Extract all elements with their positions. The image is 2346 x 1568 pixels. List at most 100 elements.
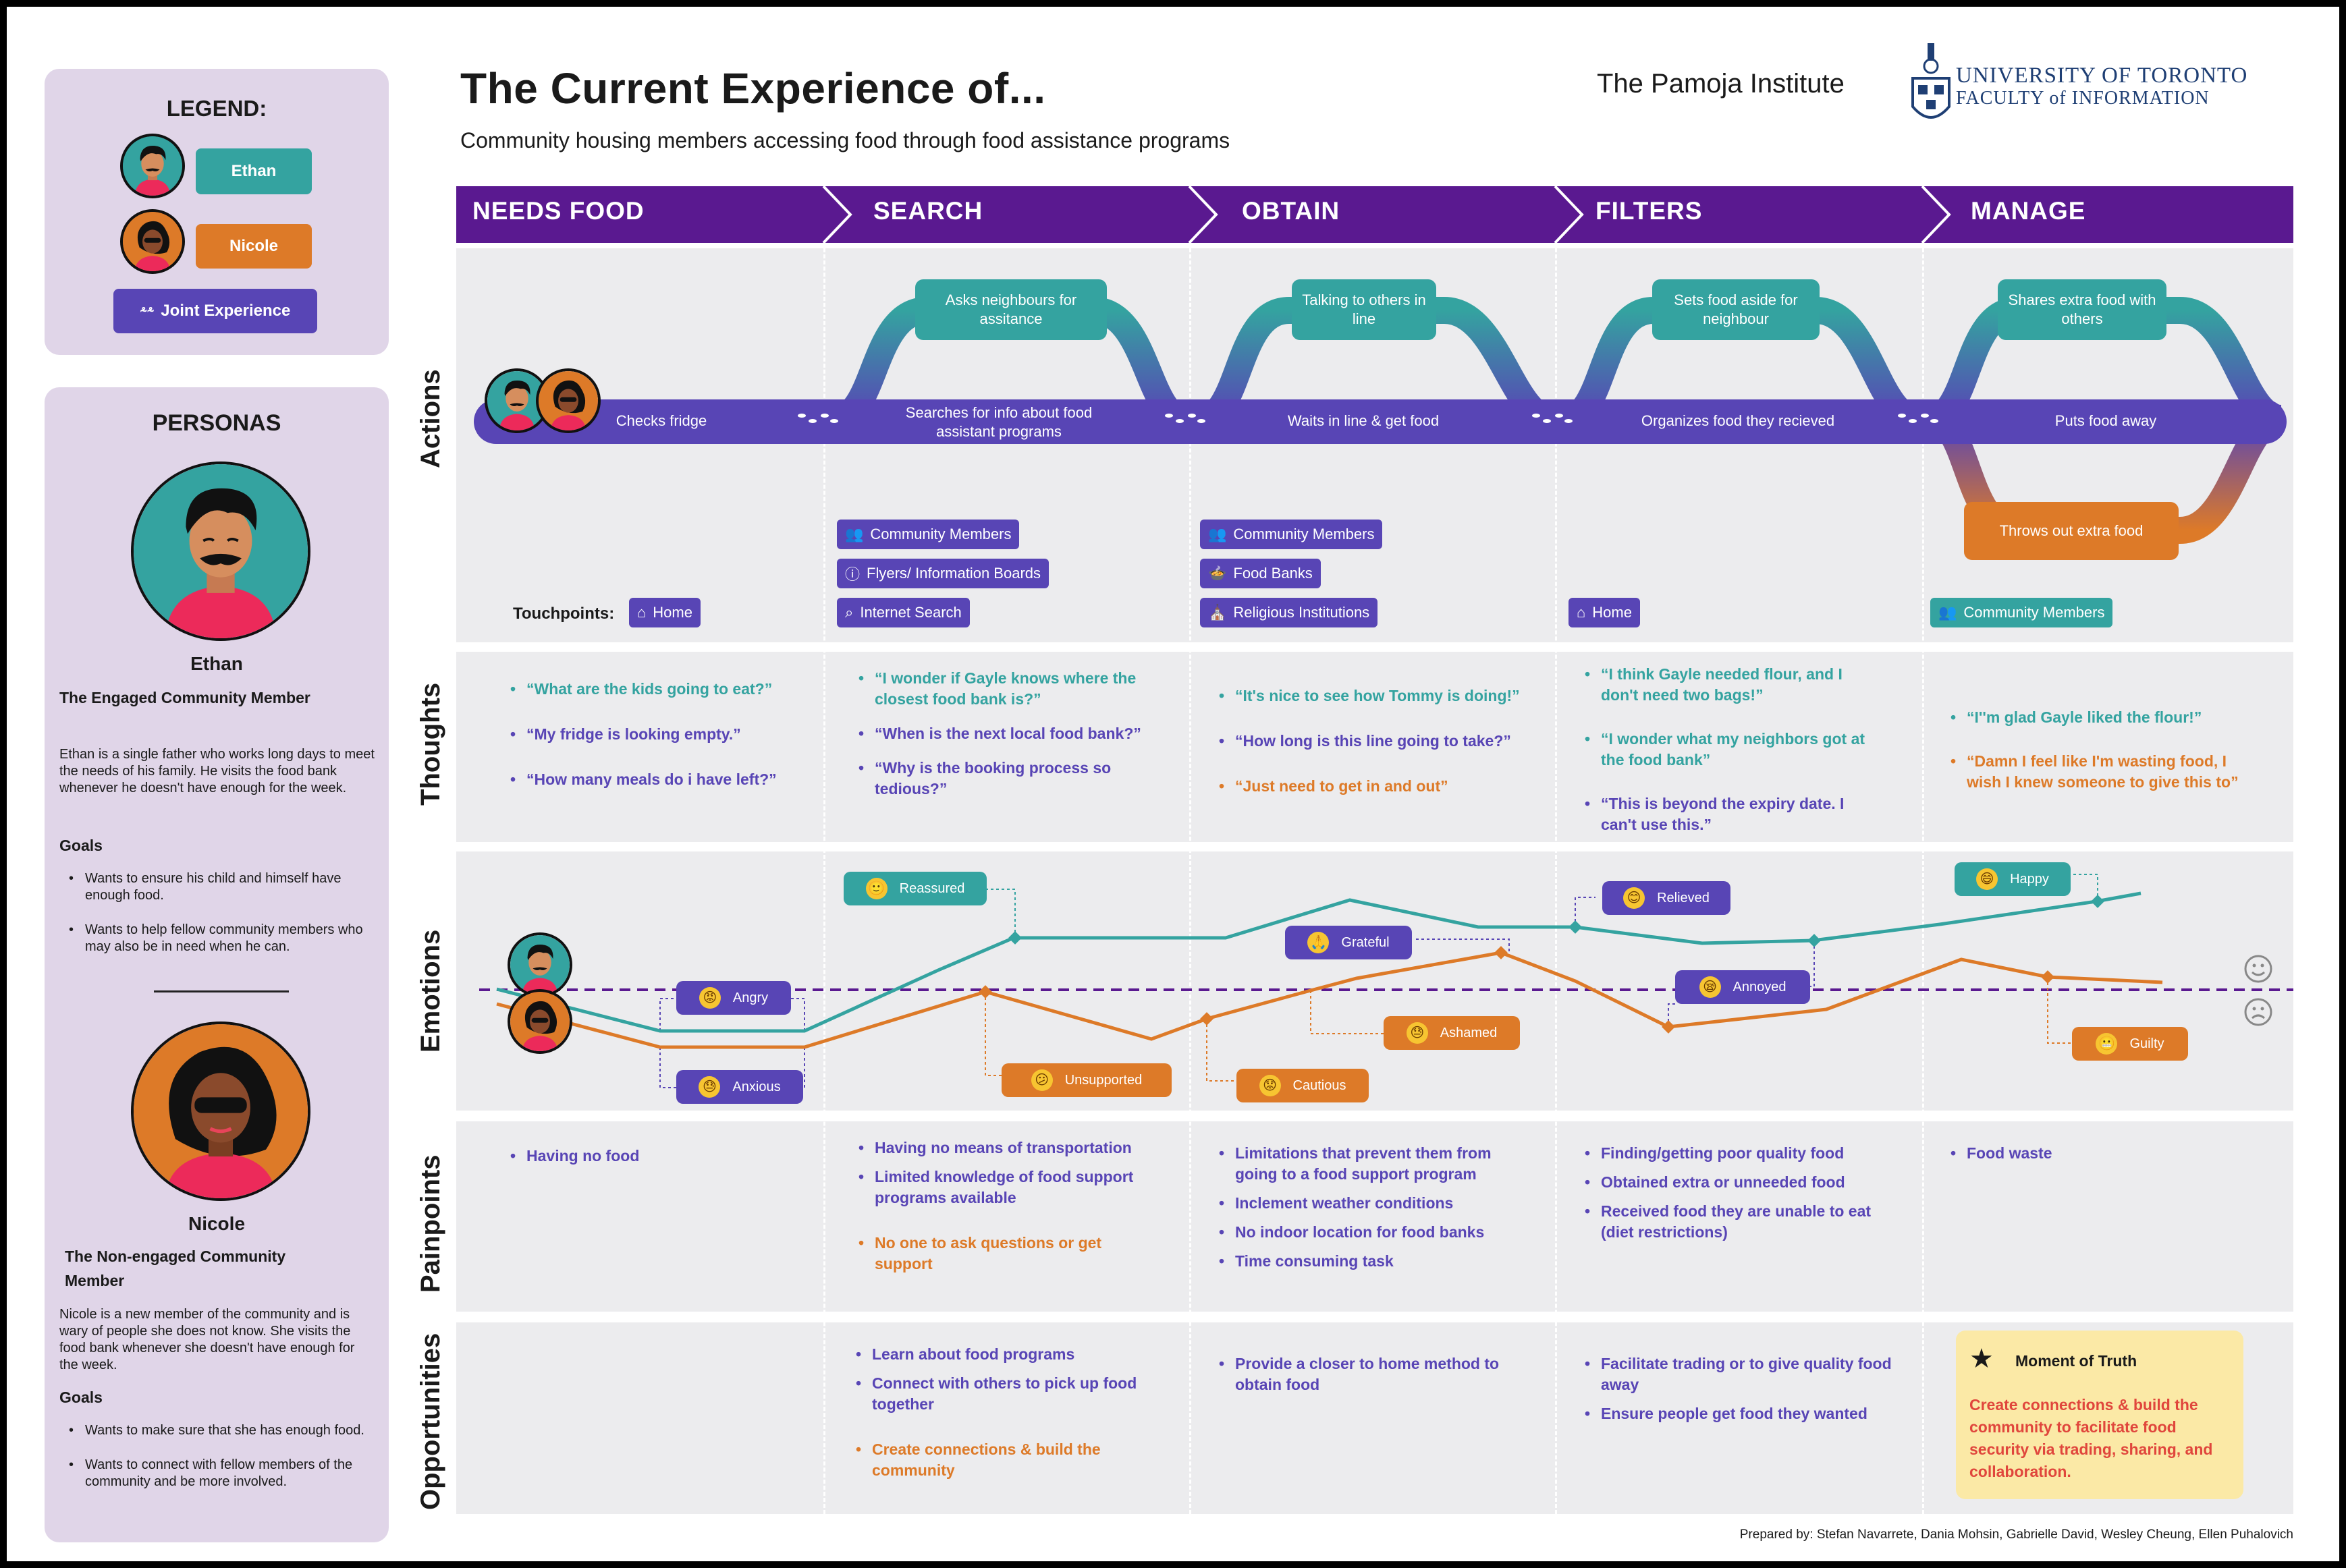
- search-icon: ⌕: [845, 604, 854, 621]
- church-icon: ⛪: [1208, 604, 1227, 621]
- emotion-connector: [790, 998, 805, 1031]
- ethan-emotion-line: [496, 891, 2142, 1033]
- thought-item: “When is the next local food bank?”: [858, 723, 1155, 744]
- painpoint-item: No one to ask questions or get support: [858, 1233, 1162, 1275]
- row-label-painpoints: Painpoints: [416, 1154, 445, 1293]
- touchpoint-religious-institutions: ⛪Religious Institutions: [1200, 598, 1378, 627]
- action-shares-extra-food: Shares extra food with others: [1998, 279, 2166, 340]
- info-icon: ⓘ: [845, 566, 861, 583]
- worried-face-icon: 😟: [1259, 1075, 1281, 1096]
- nicole-emotion-marker: [1662, 1020, 1675, 1034]
- emotion-angry: 😡Angry: [676, 981, 791, 1015]
- emotion-ashamed: 😓Ashamed: [1384, 1016, 1520, 1050]
- opportunities-search: Learn about food programs Connect with o…: [856, 1344, 1166, 1481]
- grin-face-icon: 😄: [1976, 868, 1998, 890]
- nicole-emotion-avatar-icon: [508, 989, 572, 1054]
- stage-divider: [823, 248, 825, 1514]
- university-name: UNIVERSITY OF TORONTO: [1956, 63, 2248, 88]
- relieved-face-icon: 😊: [1623, 887, 1645, 909]
- nicole-flow-avatar-icon: [536, 368, 601, 433]
- happy-face-icon: [2244, 955, 2272, 983]
- painpoint-item: Food waste: [1951, 1143, 2241, 1164]
- thought-item: “This is beyond the expiry date. I can't…: [1585, 793, 1882, 835]
- page-subtitle: Community housing members accessing food…: [460, 128, 1230, 152]
- nicole-emotion-marker: [2041, 970, 2054, 984]
- emotion-annoyed: 😪Annoyed: [1675, 970, 1810, 1004]
- nicole-name: Nicole: [188, 1213, 246, 1234]
- ethan-avatar-icon: [120, 134, 185, 198]
- stage-manage: MANAGE: [1971, 197, 2086, 225]
- thoughts-filters: “I think Gayle needed flour, and I don't…: [1585, 664, 1882, 835]
- thought-item: “Why is the booking process so tedious?”: [858, 758, 1155, 800]
- opportunity-item: Provide a closer to home method to obtai…: [1219, 1353, 1529, 1395]
- action-asks-neighbours: Asks neighbours for assitance: [915, 279, 1107, 340]
- emotion-connector: [985, 992, 1006, 1076]
- ethan-emotion-marker: [1568, 920, 1582, 934]
- emotion-unsupported: 😕Unsupported: [1002, 1063, 1172, 1097]
- thought-item: “My fridge is looking empty.”: [510, 724, 807, 745]
- thought-item: “Damn I feel like I'm wasting food, I wi…: [1951, 751, 2241, 793]
- painpoint-item: Inclement weather conditions: [1219, 1193, 1529, 1214]
- emotion-relieved: 😊Relieved: [1602, 881, 1730, 915]
- touchpoint-home: ⌂Home: [1568, 598, 1640, 627]
- ethan-portrait-icon: [131, 461, 310, 641]
- emotion-chart: [479, 874, 2293, 1088]
- painpoint-item: Obtained extra or unneeded food: [1585, 1172, 1882, 1193]
- thought-item: “How many meals do i have left?”: [510, 769, 807, 790]
- university-crest-icon: [1911, 43, 1951, 119]
- personas-title: PERSONAS: [152, 410, 281, 436]
- painpoint-item: Limitations that prevent them from going…: [1219, 1143, 1529, 1185]
- painpoints-manage: Food waste: [1951, 1143, 2241, 1164]
- thought-item: “I''m glad Gayle liked the flour!”: [1951, 707, 2241, 728]
- thoughts-obtain: “It's nice to see how Tommy is doing!” “…: [1219, 685, 1529, 797]
- painpoints-search: Having no means of transportation Limite…: [858, 1138, 1162, 1275]
- thought-item: “I wonder if Gayle knows where the close…: [858, 668, 1155, 710]
- emotion-connector: [1668, 1003, 1675, 1027]
- touchpoint-community-members: 👥Community Members: [1930, 598, 2113, 627]
- nicole-goal: Wants to make sure that she has enough f…: [65, 1422, 375, 1439]
- credits: Prepared by: Stefan Navarrete, Dania Moh…: [1739, 1528, 2293, 1542]
- painpoint-item: Time consuming task: [1219, 1251, 1529, 1272]
- anxious-face-icon: 😓: [699, 1076, 721, 1098]
- ethan-emotion-marker: [2091, 895, 2104, 908]
- sad-face-icon: [2244, 998, 2272, 1026]
- painpoints-obtain: Limitations that prevent them from going…: [1219, 1143, 1529, 1272]
- action-throws-out-food: Throws out extra food: [1964, 502, 2179, 560]
- praying-hands-icon: 🙏: [1307, 932, 1330, 953]
- stage-obtain: OBTAIN: [1242, 197, 1340, 225]
- touchpoint-community-members: 👥Community Members: [1200, 520, 1383, 549]
- nicole-goals-label: Goals: [59, 1389, 103, 1406]
- painpoint-item: Limited knowledge of food support progra…: [858, 1167, 1162, 1208]
- emotion-anxious: 😓Anxious: [676, 1070, 803, 1104]
- emotion-connector: [985, 889, 1016, 938]
- ethan-name: Ethan: [190, 653, 243, 674]
- painpoint-item: Having no means of transportation: [858, 1138, 1162, 1158]
- grimace-face-icon: 😬: [2096, 1033, 2118, 1055]
- legend-joint-label: Joint Experience: [161, 302, 291, 320]
- nicole-emotion-marker: [979, 985, 992, 999]
- opportunities-obtain: Provide a closer to home method to obtai…: [1219, 1353, 1529, 1395]
- touchpoint-food-banks: 🍲Food Banks: [1200, 559, 1321, 588]
- action-sets-food-aside: Sets food aside for neighbour: [1652, 279, 1820, 340]
- moment-of-truth-title: Moment of Truth: [2015, 1352, 2137, 1370]
- nicole-goals-list: Wants to make sure that she has enough f…: [65, 1422, 375, 1508]
- nicole-emotion-line: [496, 951, 2163, 1049]
- people-icon: 👥: [1938, 604, 1957, 621]
- confused-face-icon: 😕: [1031, 1069, 1053, 1091]
- painpoint-item: Having no food: [510, 1146, 807, 1167]
- legend-ethan-chip: Ethan: [196, 148, 312, 194]
- opportunity-item: Ensure people get food they wanted: [1585, 1403, 1902, 1424]
- ethan-goal: Wants to help fellow community members w…: [65, 922, 375, 955]
- thoughts-search: “I wonder if Gayle knows where the close…: [858, 668, 1155, 800]
- emotion-connector: [2047, 977, 2072, 1044]
- painpoint-item: Received food they are unable to eat (di…: [1585, 1201, 1882, 1243]
- nicole-emotion-marker: [1200, 1012, 1213, 1026]
- nicole-emotion-marker: [1494, 946, 1508, 959]
- emotion-connector: [1575, 897, 1595, 927]
- action-puts-food-away: Puts food away: [2054, 412, 2157, 429]
- smile-face-icon: 🙂: [865, 878, 888, 899]
- org-name: The Pamoja Institute: [1597, 69, 1845, 99]
- opportunity-item: Create connections & build the community: [856, 1439, 1166, 1481]
- thought-item: “What are the kids going to eat?”: [510, 679, 807, 700]
